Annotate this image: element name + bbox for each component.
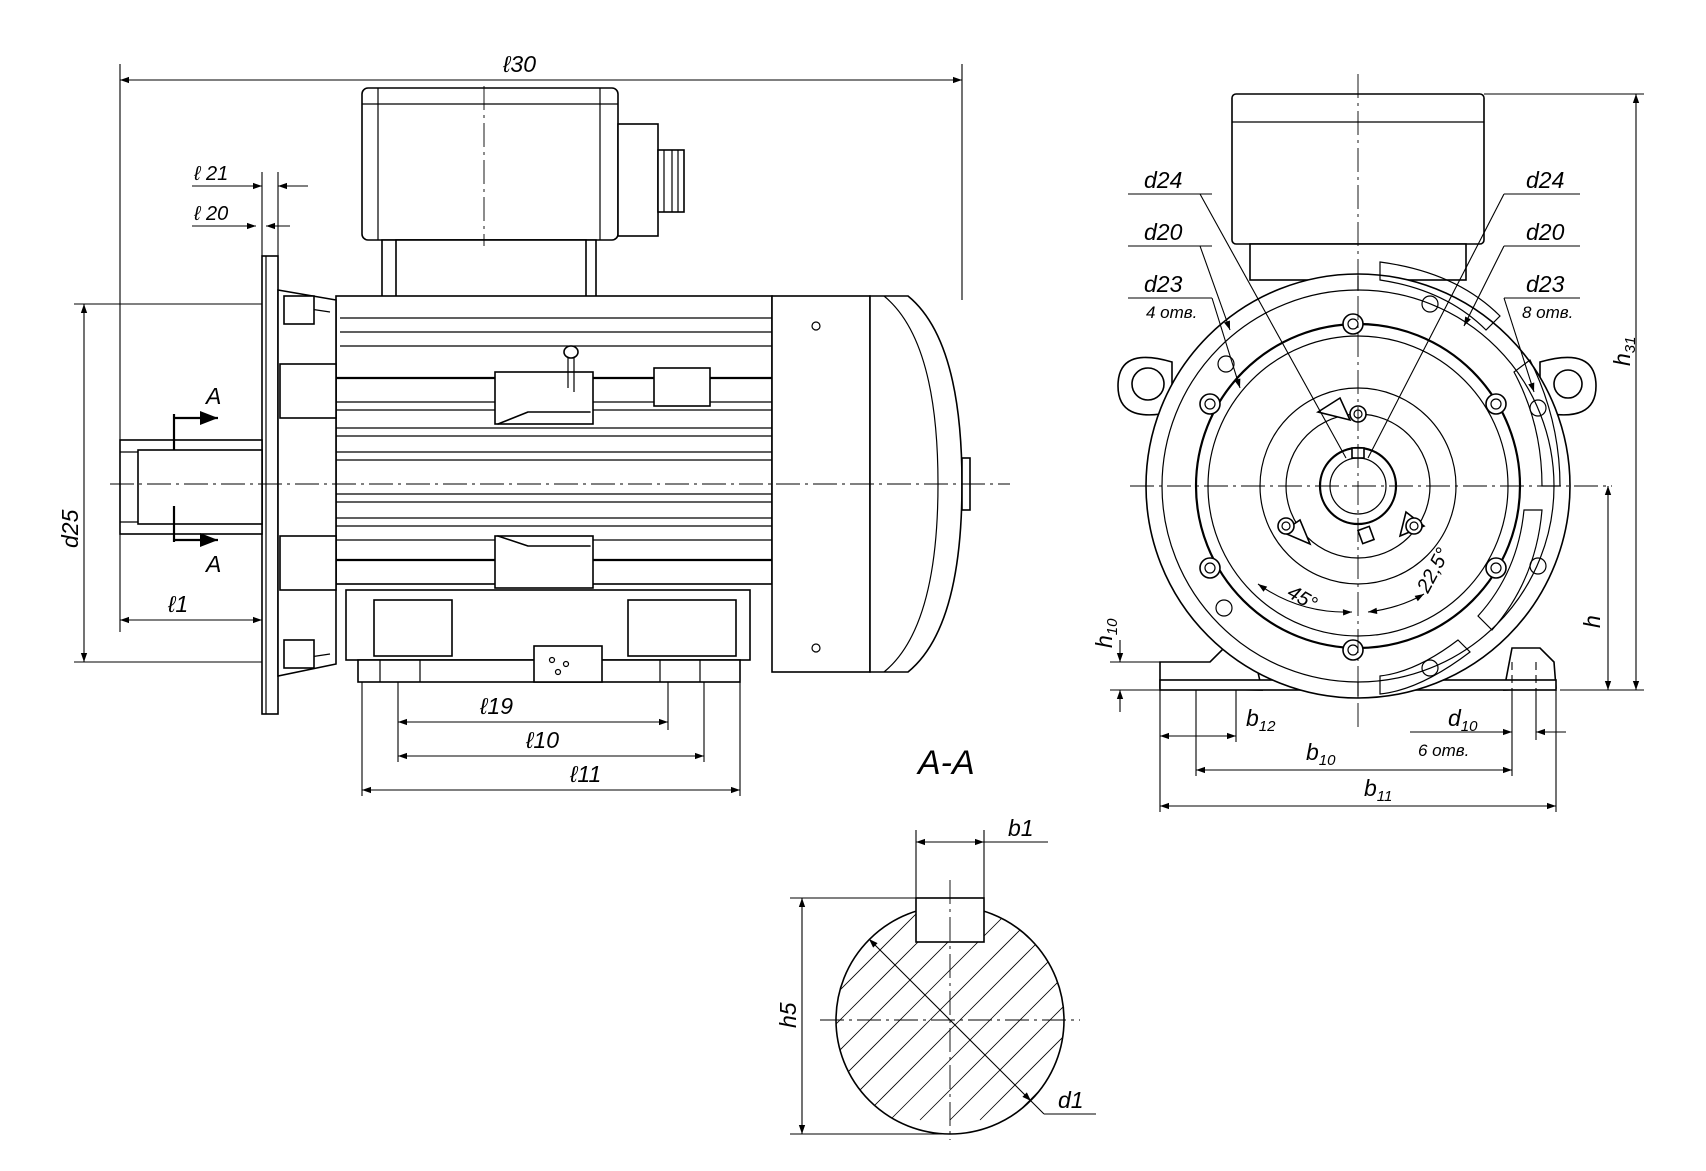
dim-d24-left: d24	[1144, 167, 1182, 193]
motor-frame-side	[335, 295, 773, 589]
dim-b12: b12	[1246, 705, 1276, 735]
section-title: A-A	[916, 744, 975, 782]
dim-l30: ℓ30	[502, 51, 536, 77]
dim-h10: h10	[1091, 618, 1121, 648]
nameplate	[653, 367, 711, 407]
dim-l19: ℓ19	[479, 693, 513, 719]
dim-l11: ℓ11	[569, 761, 601, 787]
dim-b1: b1	[1008, 815, 1034, 841]
end-view	[1117, 74, 1612, 728]
side-view	[110, 86, 1010, 715]
holes-8: 8 отв.	[1522, 303, 1573, 322]
shaft-section-aa	[820, 880, 1080, 1140]
dim-d23-left: d23	[1144, 271, 1183, 297]
dim-h: h	[1579, 615, 1605, 628]
dim-l10: ℓ10	[525, 727, 559, 753]
lifting-eyes	[1117, 356, 1597, 416]
dim-l21: ℓ 21	[193, 163, 228, 185]
dim-d23-right: d23	[1526, 271, 1565, 297]
section-arrow-a-top: A	[204, 383, 221, 409]
dim-d20-left: d20	[1144, 219, 1183, 245]
dim-b10: b10	[1306, 739, 1336, 769]
dim-h31: h31	[1609, 337, 1639, 366]
cooling-fins	[336, 317, 772, 562]
dim-l20: ℓ 20	[193, 203, 228, 225]
section-arrow-a-bottom: A	[204, 551, 221, 577]
side-view-dimensions: ℓ30 ℓ 21 ℓ 20 d25 ℓ1 A A	[57, 51, 963, 796]
dim-l1: ℓ1	[167, 591, 188, 617]
dim-d20-right: d20	[1526, 219, 1565, 245]
holes-4: 4 отв.	[1146, 303, 1197, 322]
bolt-holes	[1199, 295, 1547, 677]
motor-feet-side	[345, 589, 751, 683]
dim-b11: b11	[1364, 775, 1392, 805]
dim-d25: d25	[57, 509, 83, 548]
dim-d10: d10	[1448, 705, 1478, 735]
holes-6: 6 отв.	[1418, 741, 1469, 760]
flange-endshield	[261, 255, 337, 715]
dim-h5: h5	[775, 1002, 801, 1028]
shaft-side	[119, 439, 263, 535]
dim-d1: d1	[1058, 1087, 1084, 1113]
section-dimensions: b1 h5 d1	[775, 815, 1096, 1135]
dim-d24-right: d24	[1526, 167, 1564, 193]
